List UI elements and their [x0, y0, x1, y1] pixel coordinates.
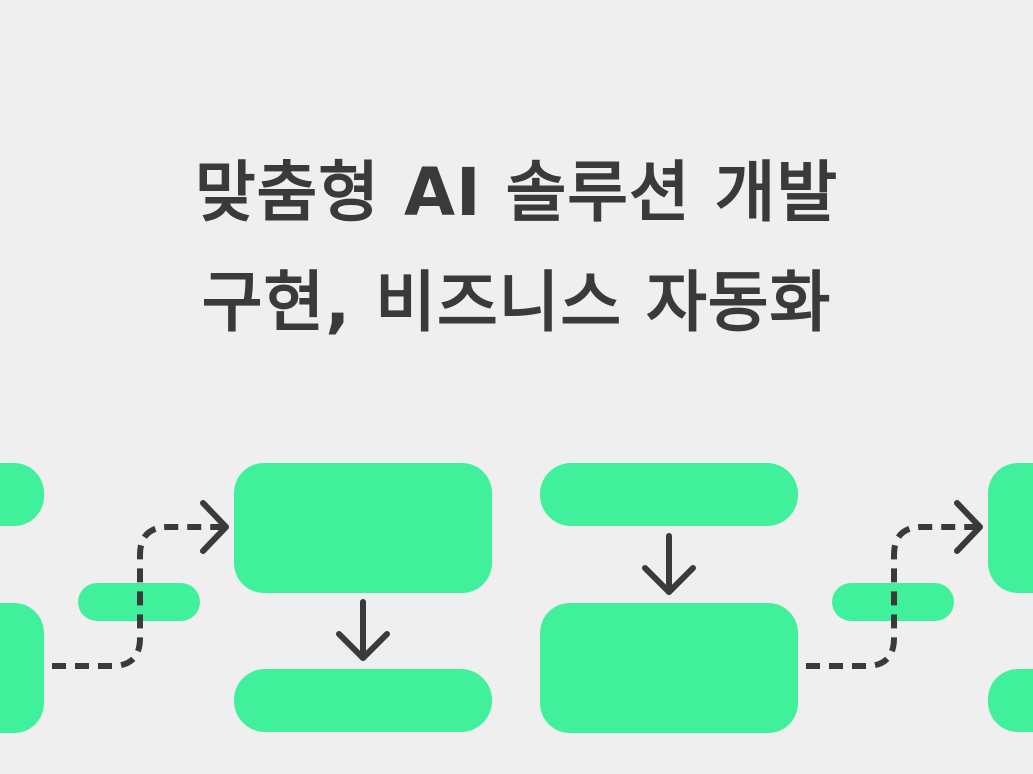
flow-block-right-bottom: [988, 669, 1033, 732]
dashed-connector-right: [806, 524, 976, 669]
flow-block-left-bottom: [0, 603, 44, 733]
flow-block-2-small: [540, 463, 798, 526]
dashed-connector-left: [52, 524, 222, 669]
headline-line-2: 구현, 비즈니스 자동화: [201, 264, 832, 341]
arrow-down-icon-head: [336, 631, 390, 661]
flow-block-2-large: [540, 603, 798, 733]
flow-block-1-large: [234, 463, 492, 593]
flow-block-1-small: [234, 669, 492, 732]
headline: 맞춤형 AI 솔루션 개발 구현, 비즈니스 자동화: [0, 138, 1033, 358]
flow-block-left-top: [0, 463, 44, 526]
flow-block-right-top: [988, 463, 1033, 593]
dashed-arrow-icon: [954, 500, 983, 554]
headline-line-1: 맞춤형 AI 솔루션 개발: [194, 154, 839, 231]
arrow-down-icon-head: [642, 565, 696, 595]
dashed-arrow-icon: [200, 500, 229, 554]
